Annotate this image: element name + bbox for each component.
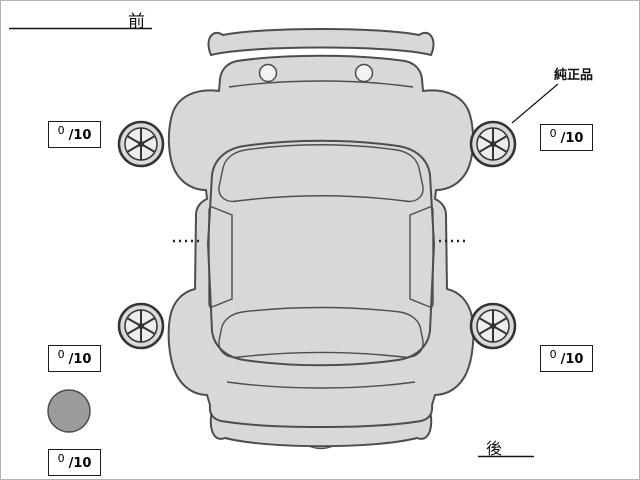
tread-score-value: 0 [57,348,65,361]
front-bumper [207,28,435,56]
wheel-rear-left [117,302,165,350]
trunk-line [226,381,416,389]
rear-window [218,306,424,359]
right-side-window [409,206,434,308]
exhaust-detail [308,445,334,450]
cowl-line [228,80,414,88]
genuine-part-label: 純正品 [554,68,594,83]
tread-score-box-front-left: 0 /10 [48,121,101,148]
windshield [218,144,424,203]
spare-tire-circle [47,389,91,433]
tread-score-box-rear-right: 0 /10 [540,345,593,372]
rear-label: 後 [486,439,503,458]
tread-score-max: /10 [560,352,584,367]
tread-score-max: /10 [68,352,92,367]
tread-score-max: /10 [560,131,584,146]
hood-circle-left [258,63,278,83]
tread-score-box-spare: 0 /10 [48,449,101,476]
left-side-window [208,206,233,308]
tread-score-value: 0 [57,452,65,465]
wheel-front-left [117,120,165,168]
tread-score-box-rear-left: 0 /10 [48,345,101,372]
tread-score-value: 0 [549,127,557,140]
front-label: 前 [128,12,147,32]
tread-score-value: 0 [549,348,557,361]
hood-circle-right [354,63,374,83]
genuine-part-pointer-line [511,83,559,124]
wheel-front-right [469,120,517,168]
tread-score-max: /10 [68,456,92,471]
tread-score-max: /10 [68,128,92,143]
tread-score-value: 0 [57,124,65,137]
cabin-outline [207,139,435,367]
tread-score-box-front-right: 0 /10 [540,124,593,151]
wheel-rear-right [469,302,517,350]
